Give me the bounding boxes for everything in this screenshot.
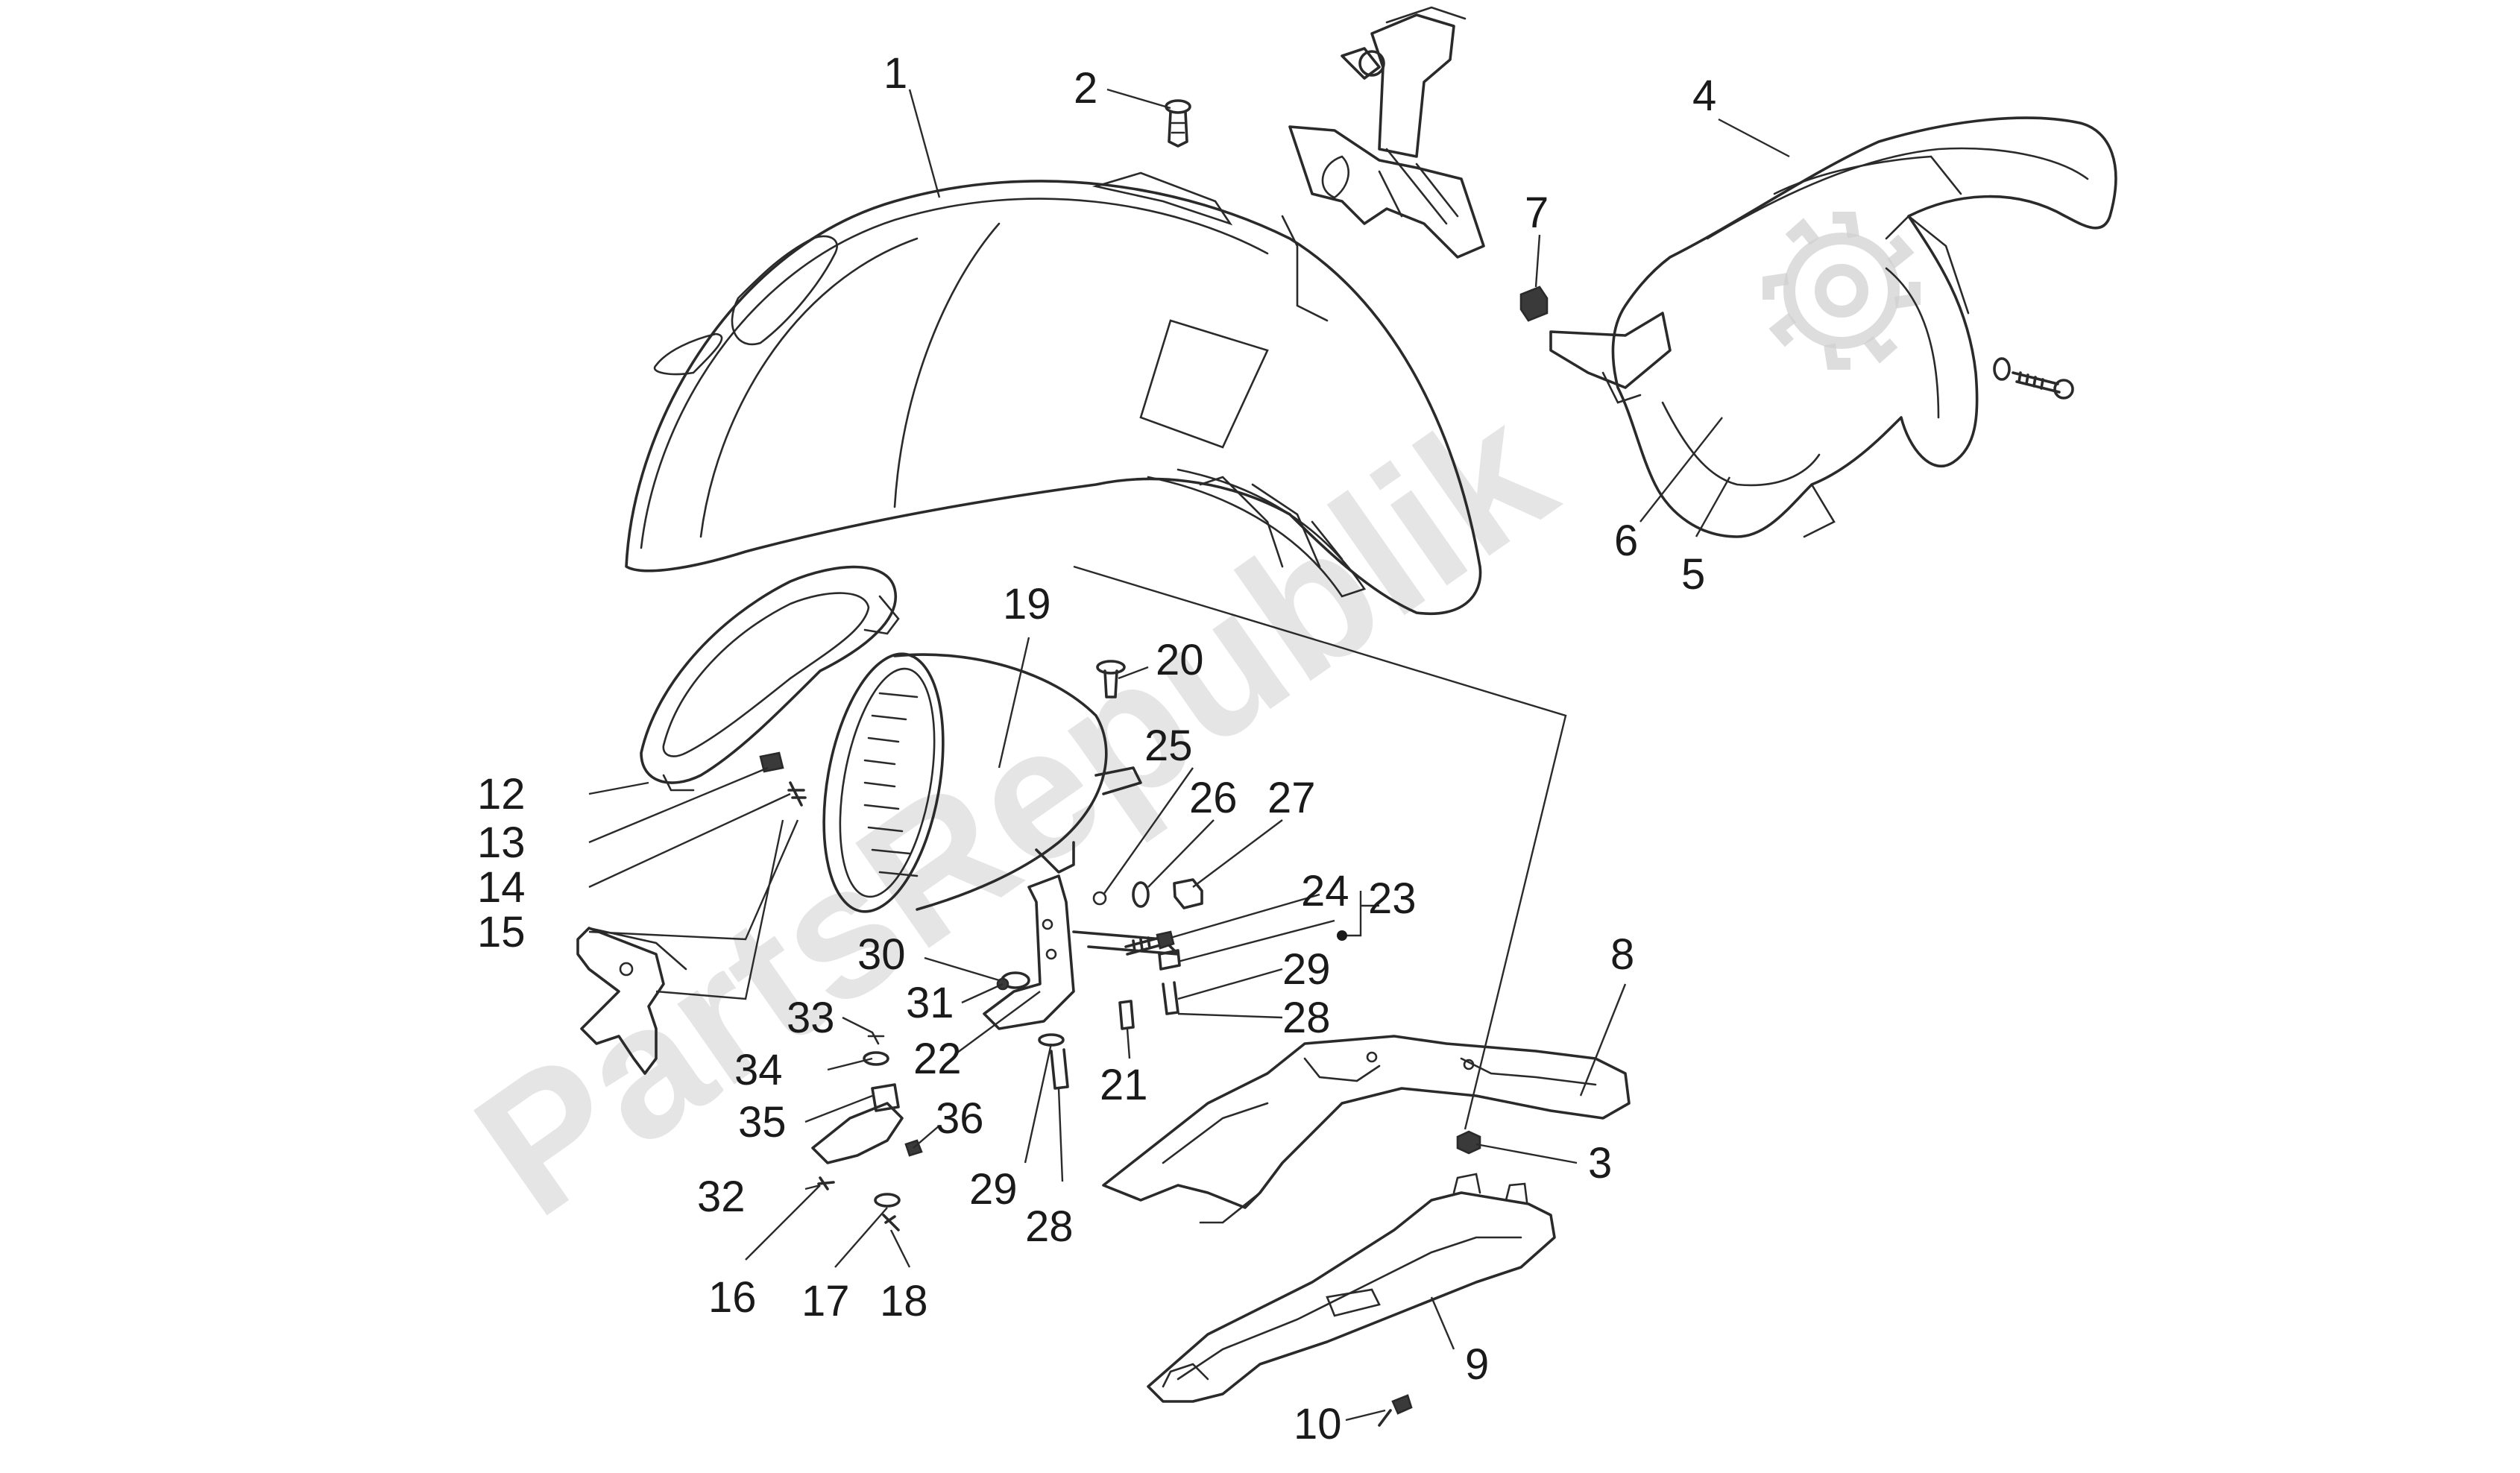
mounting-plate: [983, 874, 1179, 1030]
callout-10: 10: [1294, 1400, 1342, 1448]
callout-25: 25: [1144, 722, 1193, 770]
callout-30: 30: [857, 930, 906, 979]
callout-labels: 1 2 3 4 5 6 7 8 9 10 12 13 14 15 16 17 1…: [477, 49, 1716, 1448]
callout-9: 9: [1465, 1340, 1489, 1389]
bolt-28-29-right: [1118, 949, 1181, 1030]
callout-21: 21: [1100, 1061, 1148, 1109]
front-mudguard: [625, 171, 1482, 616]
watermark-text: PartsRepublik: [440, 365, 1587, 1255]
callout-1: 1: [883, 49, 907, 98]
callout-28-right: 28: [1282, 994, 1331, 1042]
mount-hardware: [759, 751, 807, 807]
gear-icon: [1763, 212, 1921, 370]
washer-nut-stack: [1092, 878, 1203, 909]
callout-24: 24: [1301, 867, 1349, 915]
callout-36: 36: [936, 1094, 984, 1143]
headlight-shell: [822, 652, 1142, 913]
callout-6: 6: [1614, 517, 1638, 565]
callout-2: 2: [1074, 64, 1097, 113]
callout-31: 31: [906, 979, 954, 1027]
callout-17: 17: [801, 1277, 850, 1325]
callout-13: 13: [477, 818, 526, 867]
callout-16: 16: [708, 1273, 757, 1322]
callout-33: 33: [787, 994, 835, 1042]
callout-8: 8: [1610, 930, 1634, 979]
undertray: [1147, 1173, 1556, 1403]
callout-7: 7: [1525, 189, 1549, 237]
callout-4: 4: [1692, 72, 1716, 120]
callout-26: 26: [1189, 774, 1238, 822]
callout-29-lower: 29: [969, 1165, 1018, 1214]
leader-lines: [588, 88, 1790, 1422]
callout-20: 20: [1156, 636, 1204, 684]
reference-dot: [1337, 930, 1347, 941]
bolt-24: [1124, 930, 1175, 956]
light-bezel: [640, 565, 900, 792]
callout-28-lower: 28: [1025, 1202, 1074, 1251]
small-bracket-assembly: [811, 1031, 923, 1231]
callout-34: 34: [734, 1046, 783, 1094]
screw-20: [1096, 660, 1126, 698]
callout-3: 3: [1588, 1139, 1612, 1187]
hex-nut: [1456, 1130, 1481, 1155]
callout-35: 35: [738, 1098, 787, 1146]
callout-5: 5: [1681, 550, 1705, 599]
washer-30-31: [996, 971, 1030, 991]
callout-19: 19: [1003, 580, 1051, 628]
bolt-and-washer: [1993, 357, 2074, 400]
callout-15: 15: [477, 908, 526, 956]
rear-mudguard: [1549, 116, 2117, 538]
callout-27: 27: [1267, 774, 1316, 822]
clip-nut: [1519, 286, 1549, 322]
callout-22: 22: [913, 1035, 962, 1083]
callout-12: 12: [477, 770, 526, 818]
callout-14: 14: [477, 863, 526, 912]
chute-bracket: [1288, 6, 1485, 259]
callout-29-right: 29: [1282, 945, 1331, 994]
callout-23: 23: [1368, 874, 1417, 923]
screw: [1378, 1394, 1413, 1427]
callout-18: 18: [880, 1277, 928, 1325]
rear-frame-bracket: [1102, 1035, 1631, 1224]
callout-32: 32: [697, 1173, 746, 1221]
